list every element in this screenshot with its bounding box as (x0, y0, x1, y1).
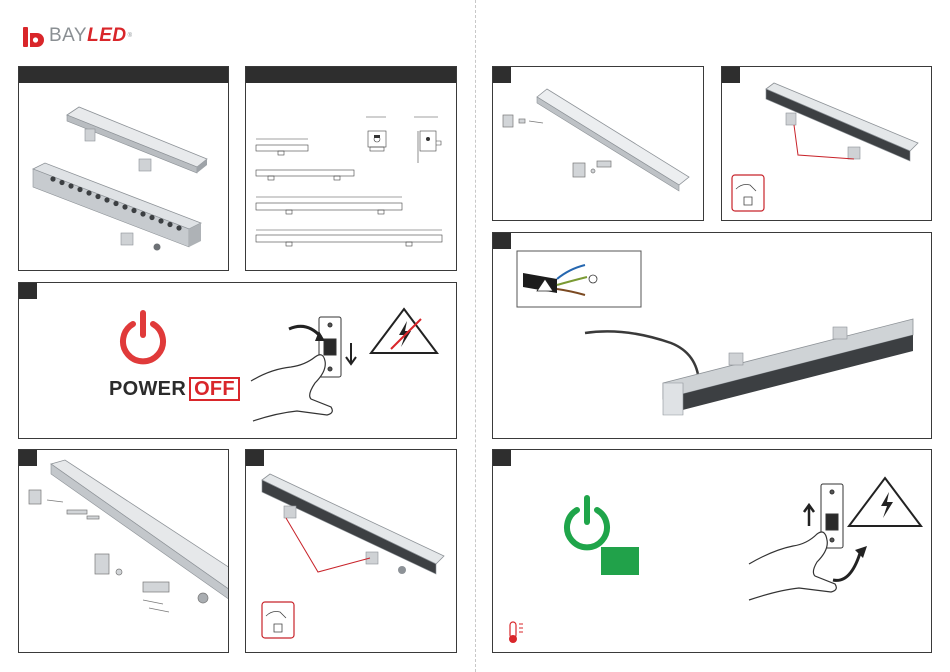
thermometer-icon (509, 622, 523, 643)
dimensions-panel (245, 66, 457, 271)
power-icon (567, 498, 607, 547)
registered-mark: ® (128, 33, 133, 39)
hand-drawing (749, 532, 836, 600)
fixing-detail-illustration (722, 67, 932, 221)
wall-mount-illustration (246, 450, 457, 653)
wiring-illustration (493, 233, 932, 439)
cable-detail-box (517, 251, 641, 307)
wiring-panel (492, 232, 932, 439)
bracket-assembly-panel (18, 449, 229, 653)
wall-mount-detail-panel (245, 449, 457, 653)
high-voltage-warning-icon (849, 478, 921, 526)
dimension-drawings (246, 67, 457, 271)
product-overview-panel (18, 66, 229, 271)
bayled-logo-text: BAYLED® (49, 24, 133, 48)
wall-washer-fixture-drawing (663, 319, 913, 415)
bracket-assembly-illustration (19, 450, 229, 653)
high-voltage-warning-icon (371, 309, 437, 353)
profile-1000mm-drawing (256, 197, 402, 214)
end-cap-panel (492, 66, 704, 221)
fixing-detail-panel (721, 66, 932, 221)
hand-drawing (251, 355, 332, 421)
curved-arrow (289, 326, 321, 337)
down-arrow (346, 343, 356, 364)
product-illustration (19, 67, 229, 271)
switch-off-illustration (19, 283, 457, 439)
end-view-drawing-1 (366, 117, 386, 151)
end-cap-illustration (493, 67, 704, 221)
page-fold-line (475, 0, 476, 672)
curved-arrow (833, 550, 861, 580)
profile-500mm-drawing (256, 170, 354, 180)
detail-callout-box (732, 175, 764, 211)
power-on-illustration (493, 450, 932, 653)
profile-300mm-drawing (256, 139, 308, 155)
lower-fixture-drawing (33, 163, 201, 251)
power-off-step-panel: POWER OFF (18, 282, 457, 439)
power-on-step-panel (492, 449, 932, 653)
bayled-logo: BAYLED® (22, 24, 133, 48)
up-arrow (804, 505, 814, 526)
profile-1200mm-drawing (256, 230, 442, 246)
logo-text-bay: BAY (49, 25, 87, 46)
power-on-indicator (601, 547, 639, 575)
detail-callout-box (262, 602, 294, 638)
upper-fixture-drawing (67, 107, 207, 173)
logo-text-led: LED (87, 25, 127, 46)
bayled-logo-mark-icon (22, 24, 44, 48)
